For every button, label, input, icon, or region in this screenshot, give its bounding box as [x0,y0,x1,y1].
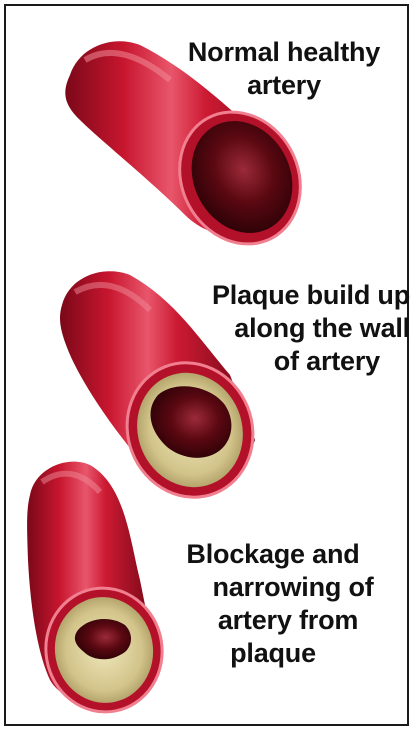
label-line: artery from [148,604,398,637]
label-line: narrowing of [148,571,398,604]
label-plaque-buildup: Plaque build up along the wall of artery [148,279,410,378]
label-line: Blockage and [148,538,398,571]
label-normal-artery: Normal healthy artery [158,36,410,102]
label-line: of artery [148,345,410,378]
label-line: Plaque build up [148,279,410,312]
label-blockage: Blockage and narrowing of artery from pl… [148,538,398,670]
label-line: along the wall [148,312,410,345]
label-line: Normal healthy [158,36,410,69]
label-line: plaque [148,637,398,670]
label-line: artery [158,69,410,102]
